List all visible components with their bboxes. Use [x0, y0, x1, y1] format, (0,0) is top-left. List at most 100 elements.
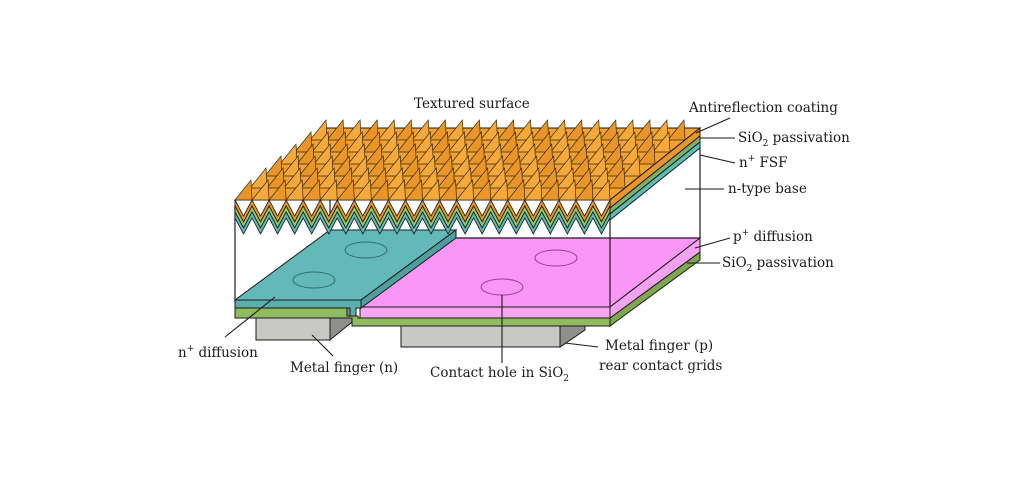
pyramid	[336, 179, 355, 201]
leader-metal-finger-p	[564, 342, 599, 348]
pyramid	[635, 131, 654, 153]
pyramid	[279, 143, 298, 165]
label-sio2-rear-sub: 2	[747, 264, 753, 274]
label-sio2-rear-main: SiO	[722, 255, 747, 271]
pyramid	[551, 143, 571, 165]
pyramid	[432, 143, 451, 165]
label-p-diffusion-sup: +	[742, 228, 750, 238]
pyramid	[650, 119, 669, 141]
pyramid	[400, 155, 419, 177]
pyramid	[547, 119, 567, 141]
pyramid	[470, 167, 490, 189]
pyramid	[622, 155, 641, 177]
pyramid	[496, 119, 515, 141]
label-sio2-top-tail: passivation	[768, 130, 850, 146]
pyramid	[385, 167, 404, 189]
pyramid	[519, 155, 539, 177]
pyramid	[652, 131, 671, 153]
label-antireflection-coating: Antireflection coating	[688, 100, 838, 116]
labels: Textured surface Antireflection coating …	[178, 96, 850, 384]
pyramid	[383, 155, 402, 177]
pyramid	[513, 119, 532, 141]
pyramid	[481, 131, 500, 153]
pyramid	[298, 155, 317, 177]
pyramid	[530, 119, 550, 141]
pyramid	[575, 179, 594, 201]
pyramid	[451, 155, 470, 177]
pyramid	[377, 119, 396, 141]
pyramid	[500, 143, 520, 165]
pyramid	[347, 143, 366, 165]
pyramid	[569, 143, 588, 165]
pyramid	[349, 155, 368, 177]
label-n-diffusion-main: n	[178, 345, 187, 361]
pyramid	[588, 155, 607, 177]
pyramid	[285, 179, 304, 201]
pyramid	[330, 143, 349, 165]
pyramid	[332, 155, 351, 177]
pyramid	[554, 155, 573, 177]
label-n-diffusion-sup: +	[187, 344, 195, 354]
n-fsf-front	[234, 211, 611, 235]
pyramid	[466, 143, 485, 165]
label-n-fsf-sup: +	[748, 154, 756, 164]
pyramid	[453, 167, 472, 189]
pyramid	[302, 179, 321, 201]
pyramid	[558, 179, 577, 201]
pyramid	[556, 167, 575, 189]
pyramid	[402, 167, 421, 189]
metal-finger-n	[255, 315, 331, 341]
label-p-diffusion-tail: diffusion	[749, 229, 813, 245]
pyramid	[268, 179, 287, 201]
pyramid	[571, 155, 590, 177]
pyramid	[566, 131, 586, 153]
pyramid	[462, 119, 481, 141]
pyramid	[234, 179, 253, 201]
pyramid	[472, 179, 492, 201]
pyramid	[534, 143, 554, 165]
pyramid	[601, 131, 620, 153]
label-metal-finger-n: Metal finger (n)	[290, 360, 398, 376]
leader-p-diffusion	[694, 237, 731, 249]
pyramid	[434, 155, 453, 177]
pyramid	[362, 131, 381, 153]
pyramid	[536, 155, 556, 177]
pyramid	[487, 167, 507, 189]
pyramid	[502, 155, 522, 177]
pyramid	[411, 119, 430, 141]
pyramid	[281, 155, 300, 177]
pyramid	[428, 119, 447, 141]
label-contact-hole: Contact hole in SiO2	[430, 365, 569, 384]
pyramid	[413, 131, 432, 153]
pyramid	[599, 119, 618, 141]
pyramid	[637, 143, 656, 165]
label-p-diffusion: p+ diffusion	[733, 228, 813, 245]
pyramid	[398, 143, 417, 165]
pyramid	[515, 131, 535, 153]
pyramid	[296, 143, 315, 165]
pyramid	[549, 131, 569, 153]
pyramid	[419, 167, 438, 189]
pyramid	[396, 131, 415, 153]
pyramid	[319, 179, 338, 201]
pyramid	[436, 167, 455, 189]
pyramid	[541, 179, 560, 201]
pyramid	[249, 167, 268, 189]
rear-structure	[233, 229, 702, 348]
pyramid	[539, 167, 558, 189]
pyramid	[343, 119, 362, 141]
pyramid	[504, 167, 524, 189]
pyramid	[394, 119, 413, 141]
pyramid	[313, 143, 332, 165]
pyramid	[483, 143, 502, 165]
pyramid	[532, 131, 552, 153]
label-textured-surface: Textured surface	[414, 96, 530, 112]
pyramid	[300, 167, 319, 189]
pyramid	[311, 131, 330, 153]
pyramid	[366, 155, 385, 177]
label-sio2-top-main: SiO	[738, 130, 763, 146]
pyramid	[294, 131, 313, 153]
pyramid	[445, 119, 464, 141]
label-rear-contact-grids: rear contact grids	[599, 358, 722, 374]
pyramid	[607, 167, 626, 189]
